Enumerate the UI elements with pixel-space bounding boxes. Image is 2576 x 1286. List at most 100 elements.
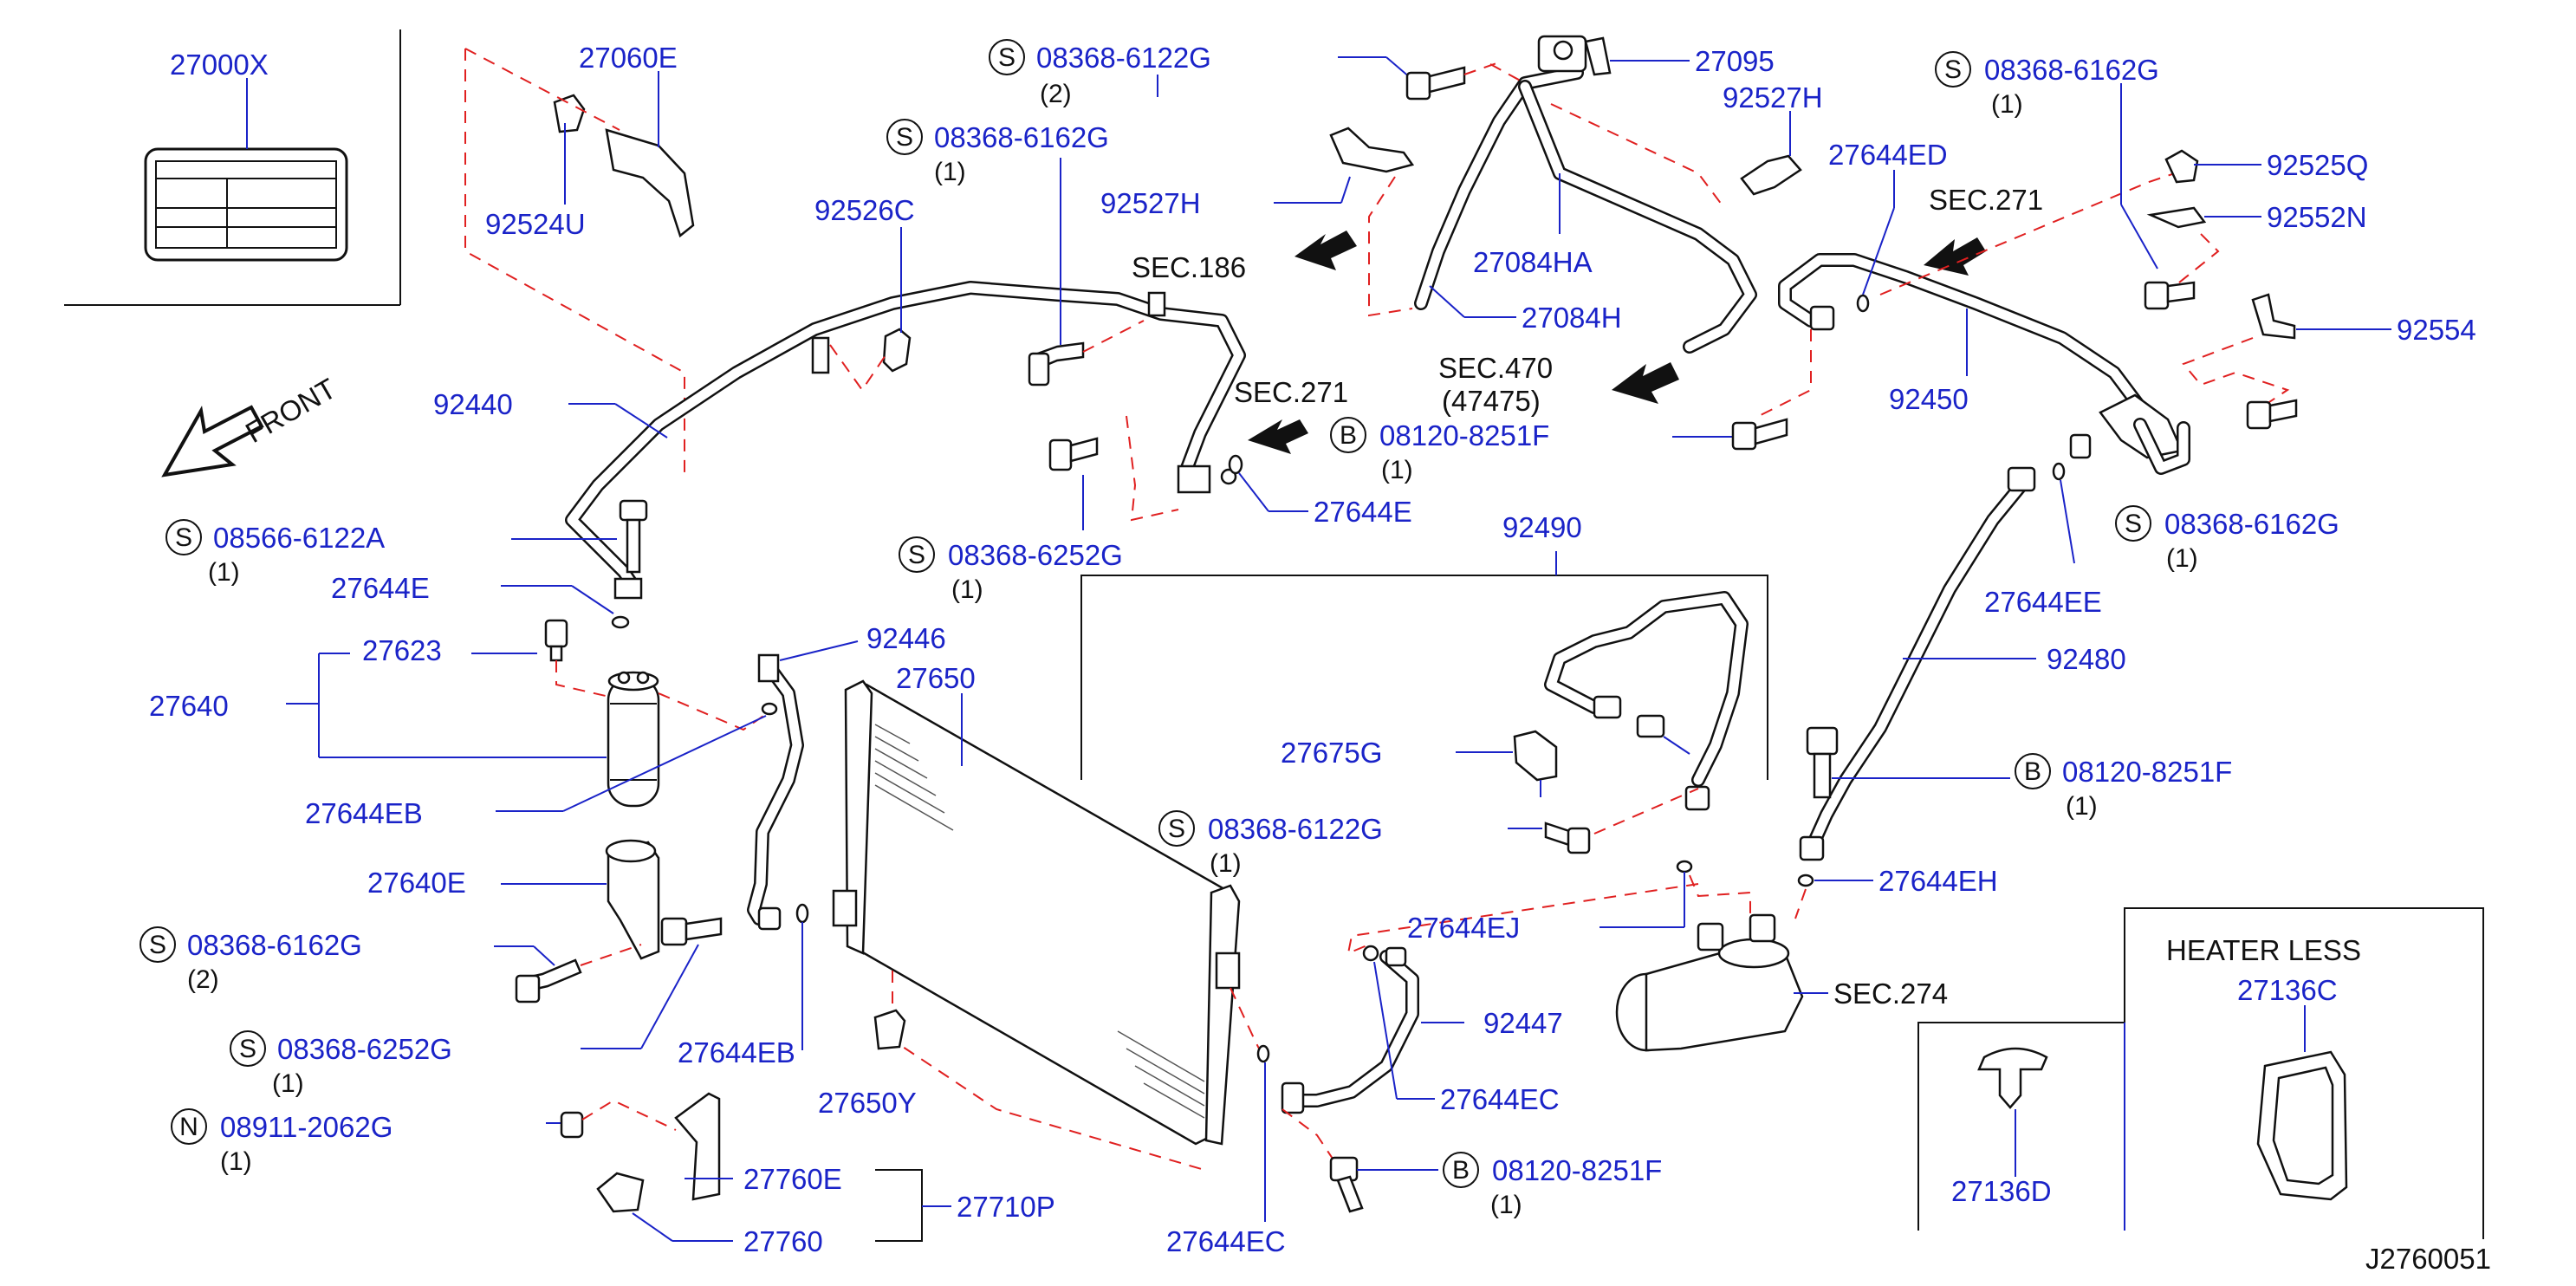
fastener-number[interactable]: 08368-6252G (948, 539, 1123, 571)
part-number-27640E[interactable]: 27640E (367, 867, 466, 899)
part-number-92527H[interactable]: 92527H (1100, 187, 1201, 219)
part-number-27650[interactable]: 27650 (896, 662, 976, 694)
part-number-27644EB[interactable]: 27644EB (305, 797, 423, 829)
mount-27650Y: 27650Y (818, 1009, 917, 1119)
part-number-27644E[interactable]: 27644E (331, 572, 430, 604)
part-number-27644E[interactable]: 27644E (1314, 496, 1412, 528)
clamp-92527H-a: 92527H (1100, 127, 1415, 317)
svg-text:(2): (2) (1040, 80, 1072, 108)
hose-92480-group: 27644EE 92480 (1799, 433, 2126, 861)
svg-text:B: B (2024, 757, 2041, 786)
fastener-number[interactable]: 08368-6252G (277, 1033, 452, 1065)
fastener-label-1: S 08368-6122G (2) (989, 39, 1211, 108)
part-number-27623[interactable]: 27623 (362, 634, 442, 666)
section-ref-271-a: SEC.271 (1234, 376, 1348, 454)
fastener-number[interactable]: 08368-6162G (934, 121, 1109, 153)
part-number-27084H[interactable]: 27084H (1522, 302, 1622, 334)
svg-text:S: S (149, 931, 166, 959)
fastener-label-6: B 08120-8251F (1) (1330, 417, 1549, 484)
section-ref-274: SEC.274 (1833, 977, 1948, 1010)
svg-text:(1): (1) (1210, 849, 1242, 878)
part-number-92450[interactable]: 92450 (1889, 383, 1969, 415)
fastener-label-11: B 08120-8251F (1) (1806, 726, 2232, 821)
fastener-number[interactable]: 08911-2062G (220, 1111, 393, 1143)
arrow-icon (1612, 362, 1679, 404)
fastener-label-10: S 08368-6122G (1) (1158, 788, 1699, 955)
part-number-27760E[interactable]: 27760E (743, 1163, 842, 1195)
svg-text:(1): (1) (272, 1069, 304, 1098)
pipe-92440 (565, 281, 1246, 589)
diagram-id: J2760051 (2365, 1243, 2491, 1275)
condenser-27650: 27650 (832, 662, 1264, 1171)
svg-text:(2): (2) (187, 965, 219, 994)
part-number-27644EH[interactable]: 27644EH (1878, 865, 1998, 897)
part-number-92525Q[interactable]: 92525Q (2267, 149, 2368, 181)
fastener-number[interactable]: 08120-8251F (2062, 756, 2232, 788)
fastener-number[interactable]: 08368-6162G (2164, 508, 2339, 540)
oring-27644E-b: 27644E (1228, 454, 1412, 528)
part-number-27675G[interactable]: 27675G (1281, 737, 1382, 769)
fastener-number[interactable]: 08368-6122G (1208, 813, 1383, 845)
fastener-number[interactable]: 08120-8251F (1379, 419, 1549, 451)
part-number-27644ED[interactable]: 27644ED (1828, 139, 1948, 171)
fastener-number[interactable]: 08120-8251F (1492, 1154, 1662, 1186)
fastener-number[interactable]: 08368-6162G (187, 929, 362, 961)
part-number-92447[interactable]: 92447 (1483, 1007, 1563, 1039)
part-number-92480[interactable]: 92480 (2047, 643, 2126, 675)
part-number-27760[interactable]: 27760 (743, 1225, 823, 1257)
fastener-number[interactable]: 08368-6162G (1984, 54, 2159, 86)
part-number-27095[interactable]: 27095 (1695, 45, 1775, 77)
pipe-92450-group: 27644ED 92450 SEC.271 (1672, 139, 2190, 475)
svg-text:S: S (239, 1035, 256, 1063)
fastener-label-9: N 08911-2062G (1) (171, 1099, 677, 1176)
part-number-27644EE[interactable]: 27644EE (1984, 586, 2102, 618)
part-number-27710P[interactable]: 27710P (957, 1191, 1055, 1223)
fastener-label-8: S 08368-6252G (1) (230, 917, 723, 1098)
svg-text:(1): (1) (220, 1147, 252, 1176)
part-number-92524U[interactable]: 92524U (485, 208, 586, 240)
section-ref-470: SEC.470 (1438, 352, 1553, 384)
part-number-27060E[interactable]: 27060E (579, 42, 678, 74)
fastener-label-3: S 08566-6122A (1) (165, 499, 648, 587)
svg-text:S: S (175, 523, 192, 552)
part-number-92554[interactable]: 92554 (2397, 314, 2476, 346)
part-number-27644EC[interactable]: 27644EC (1440, 1083, 1560, 1115)
section-ref-186: SEC.186 (1132, 251, 1246, 283)
bracket-27060E-group: 27060E 92524U (485, 42, 695, 240)
svg-text:(1): (1) (1490, 1191, 1522, 1219)
part-number-27136D[interactable]: 27136D (1951, 1175, 2052, 1207)
bolt-08368-6162G (1028, 320, 1145, 386)
part-number-27644EB[interactable]: 27644EB (678, 1036, 795, 1068)
part-number-27000X[interactable]: 27000X (170, 49, 269, 81)
part-number-27644EJ[interactable]: 27644EJ (1407, 912, 1520, 944)
fastener-label-7: S 08368-6162G (2) (140, 926, 642, 1003)
fastener-label-14: B 08120-8251F (1) (1329, 1152, 1662, 1219)
part-number-27084HA[interactable]: 27084HA (1473, 246, 1593, 278)
part-number-92440[interactable]: 92440 (433, 388, 513, 420)
bracket-27640E: 27640E (367, 839, 660, 960)
fastener-label-12: S 08368-6162G (1) (1935, 51, 2196, 310)
pipe-92446-group: 92446 27644EB (678, 622, 946, 1068)
part-number-92527H[interactable]: 92527H (1723, 81, 1823, 114)
bracket-27060E (605, 128, 695, 238)
svg-text:(1): (1) (2166, 544, 2198, 573)
fastener-number[interactable]: 08566-6122A (213, 522, 385, 554)
svg-text:S: S (1944, 55, 1962, 84)
part-number-92490[interactable]: 92490 (1502, 511, 1582, 543)
pipe-92440-group: 92440 (433, 281, 1246, 600)
compressor-sec274: SEC.274 (1615, 913, 1948, 1052)
sensor-27623: 27623 (362, 619, 633, 700)
part-number-92446[interactable]: 92446 (866, 622, 946, 654)
part-number-27136C[interactable]: 27136C (2237, 974, 2338, 1006)
part-number-92526C[interactable]: 92526C (814, 194, 915, 226)
svg-text:(1): (1) (934, 158, 966, 186)
fastener-number[interactable]: 08368-6122G (1036, 42, 1211, 74)
part-number-92552N[interactable]: 92552N (2267, 201, 2367, 233)
part-number-27644EC[interactable]: 27644EC (1166, 1225, 1286, 1257)
svg-text:(1): (1) (208, 558, 240, 587)
svg-text:N: N (179, 1113, 198, 1141)
part-number-27650Y[interactable]: 27650Y (818, 1087, 917, 1119)
part-number-27640[interactable]: 27640 (149, 690, 229, 722)
bracket-27675G: 27675G (1281, 730, 1558, 797)
